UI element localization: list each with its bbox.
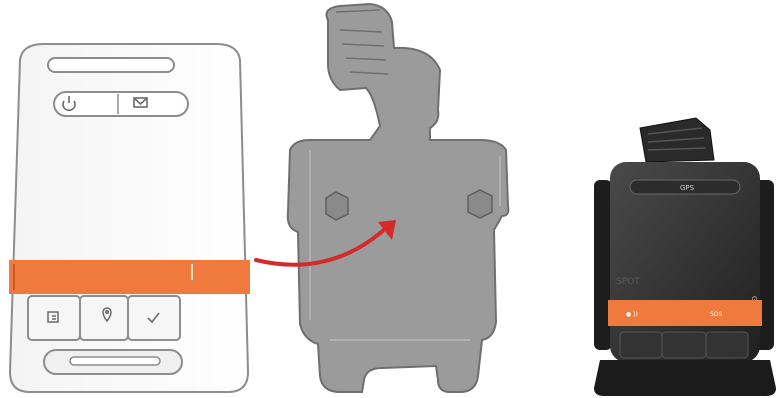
- device-in-mount-photo: GPS GEN4 SPOT ● )) SOS: [590, 110, 782, 398]
- device-illustration: [0, 0, 260, 398]
- band-right-text: SOS: [710, 311, 723, 318]
- gps-label: GPS: [680, 184, 695, 192]
- band-left-text: ● )): [626, 311, 638, 318]
- mount-cradle: [270, 0, 570, 398]
- brand-logo: SPOT: [616, 277, 640, 287]
- orange-band: [9, 260, 250, 294]
- insert-arrow: [240, 200, 420, 280]
